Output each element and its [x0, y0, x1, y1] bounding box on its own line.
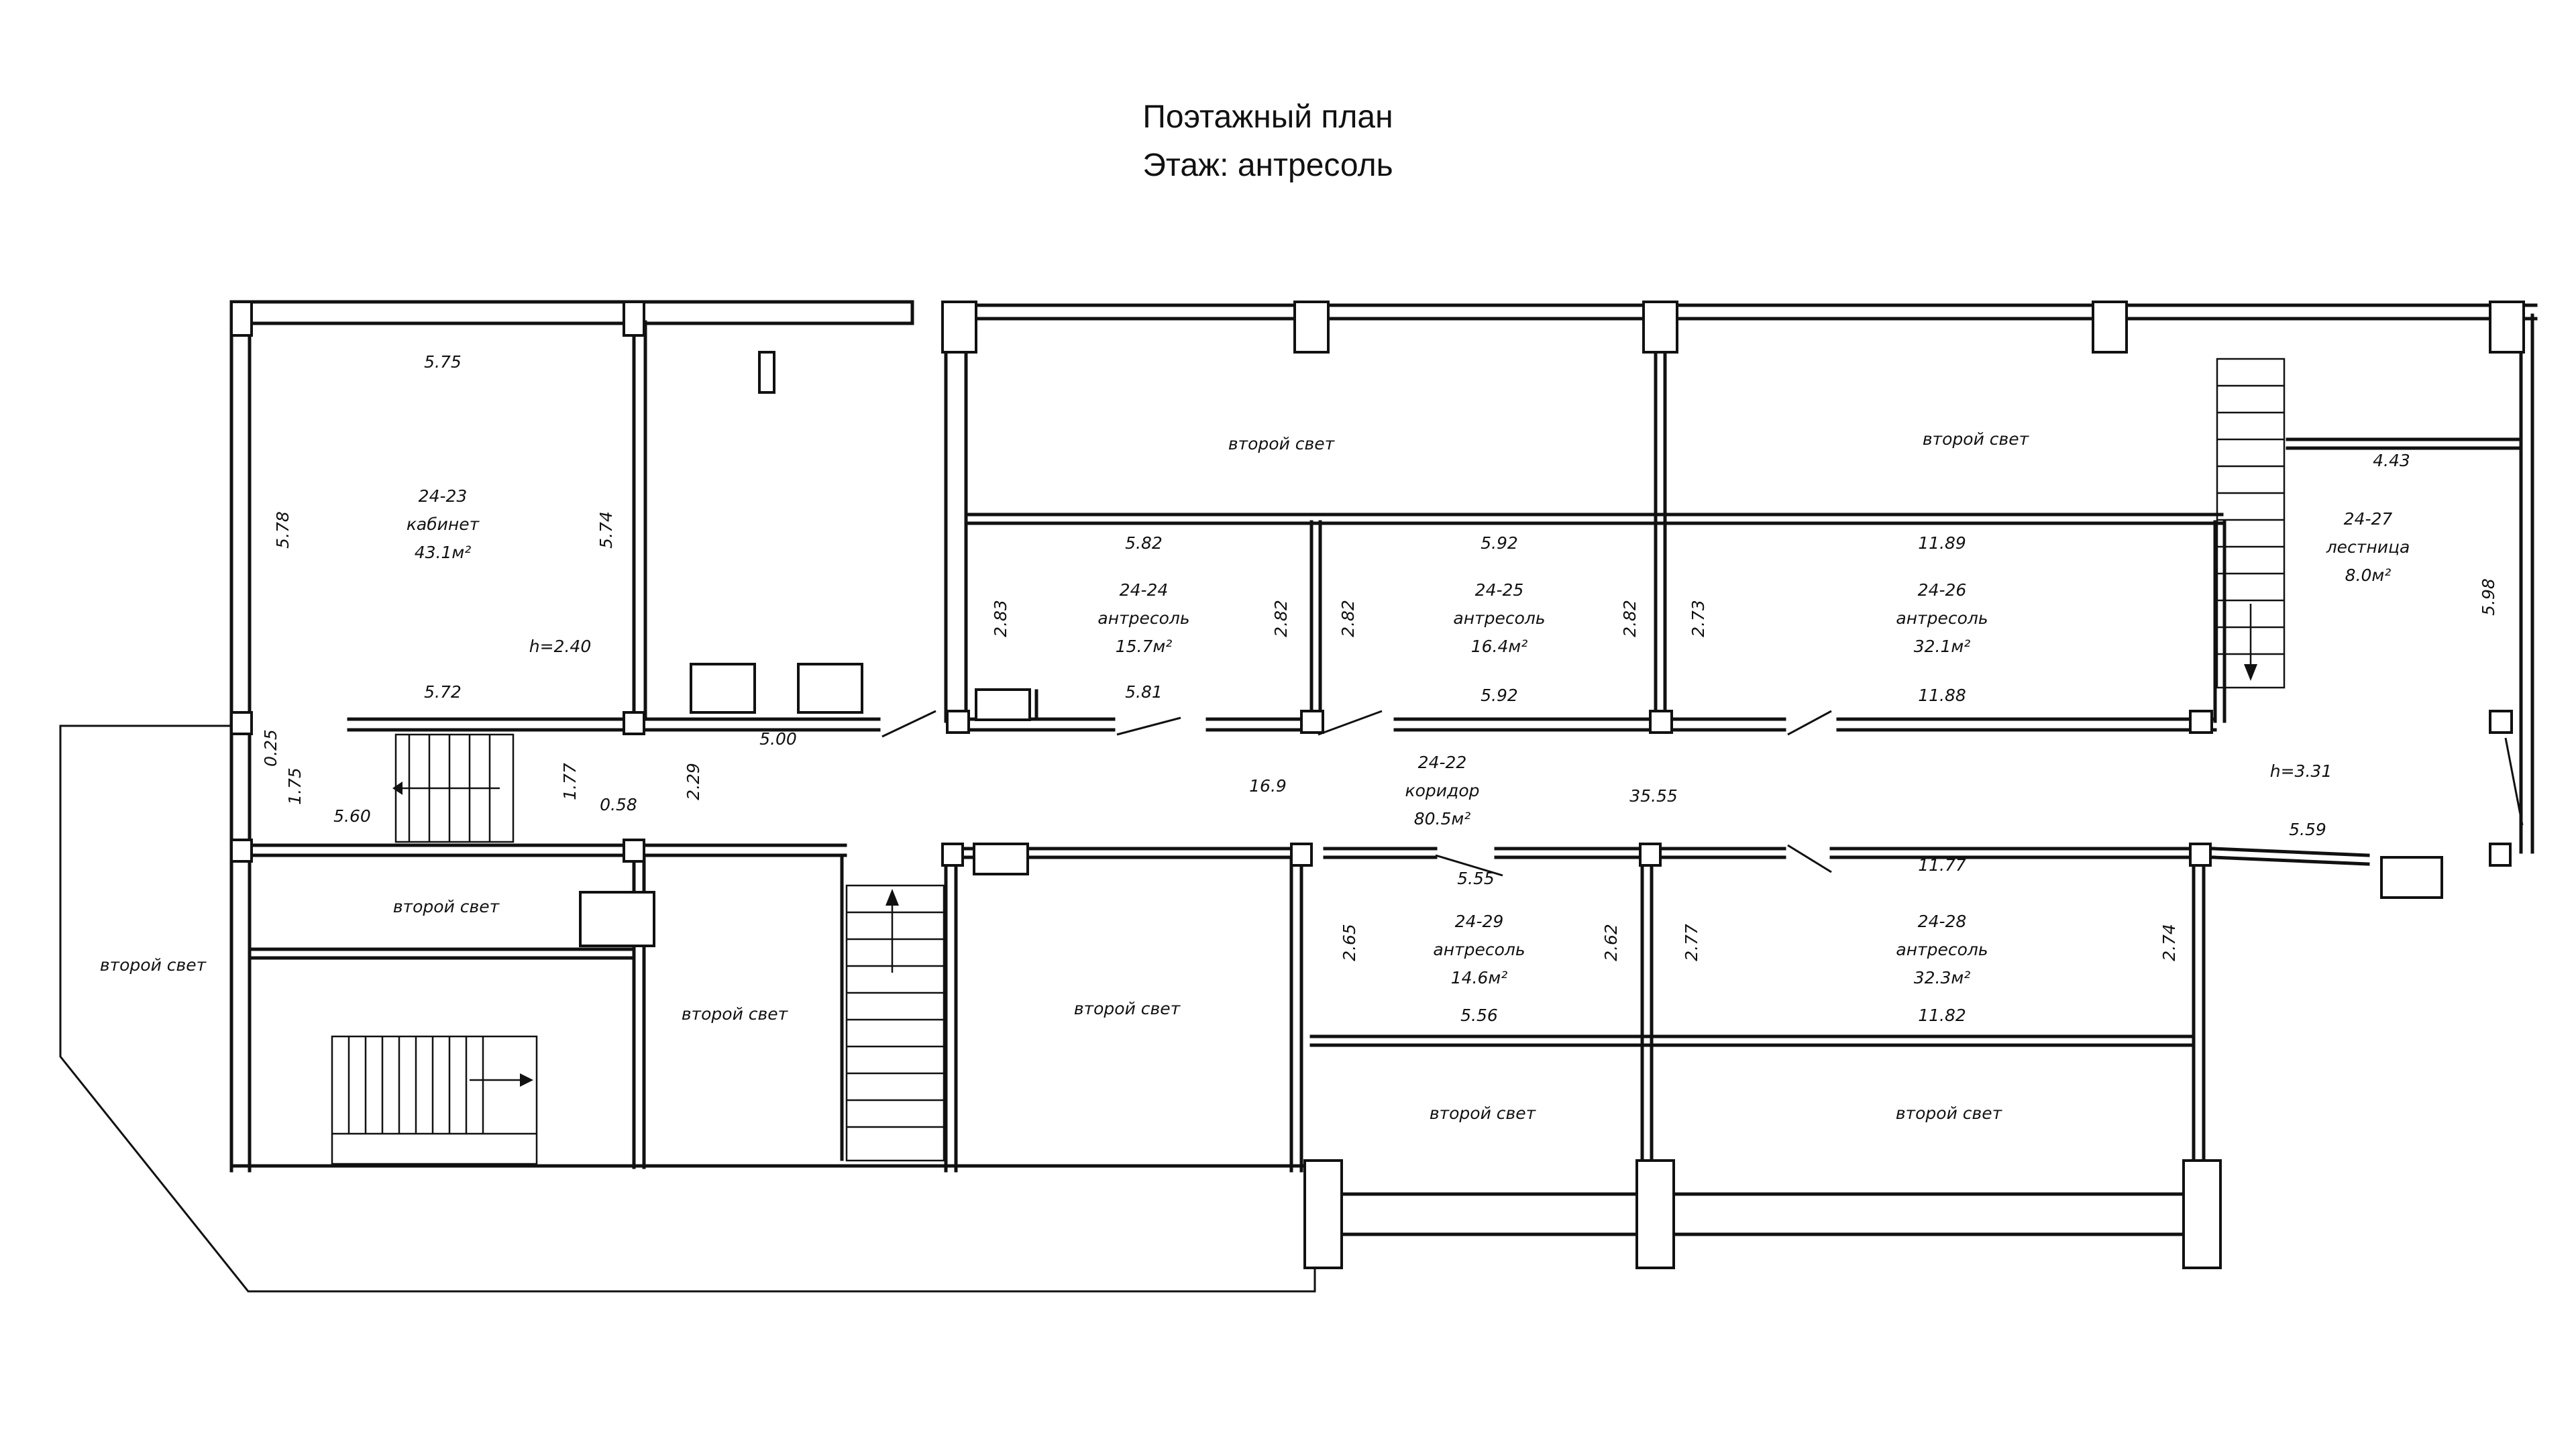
room-id: 24-27 [2344, 509, 2393, 529]
floor-name: Этаж: антресоль [1142, 148, 1393, 183]
room-id: 24-22 [1418, 753, 1467, 772]
room-area: 16.4м² [1471, 637, 1528, 656]
room-id: 24-24 [1120, 580, 1169, 600]
room-24-29: 24-29 антресоль 14.6м² [1433, 912, 1525, 987]
dimension-label: 5.59 [2289, 820, 2326, 839]
dimension-label: 5.55 [1457, 869, 1495, 888]
walls [59, 300, 2538, 1293]
dimension-label: 16.9 [1249, 776, 1287, 796]
room-name: коридор [1405, 781, 1480, 800]
dimension-label: 5.75 [424, 352, 462, 372]
dimension-label: 5.60 [333, 806, 371, 826]
room-name: антресоль [1433, 940, 1525, 959]
room-24-26: 24-26 антресоль 32.1м² [1896, 580, 1988, 656]
dimension-label: 5.56 [1460, 1006, 1498, 1025]
height-label: h=2.40 [529, 637, 591, 656]
dimension-label: 2.73 [1688, 600, 1708, 637]
room-area: 32.3м² [1914, 968, 1971, 987]
void-label: второй свет [682, 1004, 789, 1024]
dimension-label: 2.29 [684, 763, 703, 800]
room-24-28: 24-28 антресоль 32.3м² [1896, 912, 1988, 987]
dimension-label: 2.62 [1601, 924, 1621, 961]
void-labels: второй свет второй свет второй свет втор… [100, 429, 2030, 1123]
room-area: 14.6м² [1451, 968, 1508, 987]
dimension-label: 0.25 [261, 729, 280, 767]
room-name: антресоль [1097, 608, 1189, 628]
columns [230, 301, 2525, 1269]
room-area: 8.0м² [2345, 566, 2392, 585]
dimension-label: 5.81 [1125, 682, 1163, 702]
dimension-label: 2.65 [1340, 924, 1359, 961]
room-name: антресоль [1453, 608, 1545, 628]
dimension-label: 2.83 [991, 600, 1010, 637]
room-id: 24-28 [1918, 912, 1967, 931]
room-id: 24-25 [1475, 580, 1524, 600]
dimension-label: 5.98 [2479, 578, 2498, 616]
room-name: лестница [2326, 537, 2410, 557]
void-label: второй свет [1074, 999, 1181, 1018]
dimension-label: 2.74 [2159, 924, 2179, 961]
room-id: 24-26 [1918, 580, 1967, 600]
void-label: второй свет [1896, 1104, 2003, 1123]
dimension-label: 11.89 [1918, 533, 1966, 553]
void-label: второй свет [100, 955, 207, 975]
void-label: второй свет [1430, 1104, 1537, 1123]
room-area: 15.7м² [1116, 637, 1173, 656]
dimension-label: 5.92 [1481, 686, 1518, 705]
dimension-label: 0.58 [600, 795, 637, 814]
dimension-label: 2.82 [1338, 600, 1358, 637]
dimensions: 5.75 5.78 5.74 5.72 5.82 2.83 2.82 5.81 … [261, 352, 2498, 1025]
room-24-24: 24-24 антресоль 15.7м² [1097, 580, 1189, 656]
room-24-27: 24-27 лестница 8.0м² [2326, 509, 2410, 585]
void-label: второй свет [1923, 429, 2030, 449]
dimension-label: 11.82 [1918, 1006, 1966, 1025]
room-name: антресоль [1896, 608, 1988, 628]
dimension-label: 1.77 [560, 763, 580, 800]
dimension-label: 5.78 [273, 511, 292, 549]
plan-title: Поэтажный план [1142, 99, 1393, 135]
room-name: антресоль [1896, 940, 1988, 959]
room-area: 43.1м² [415, 543, 472, 562]
void-label: второй свет [1228, 434, 1336, 453]
room-id: 24-23 [419, 486, 468, 506]
stairs-top-right [2216, 358, 2286, 689]
room-name: кабинет [407, 515, 480, 534]
dimension-label: 5.92 [1481, 533, 1518, 553]
room-id: 24-29 [1455, 912, 1504, 931]
dimension-label: 11.77 [1918, 855, 1966, 875]
dimension-label: 2.82 [1271, 600, 1291, 637]
dimension-label: 11.88 [1918, 686, 1966, 705]
dimension-label: 35.55 [1629, 786, 1678, 806]
dimension-label: 1.75 [285, 767, 305, 805]
dimension-label: 5.74 [596, 511, 616, 549]
height-label: h=3.31 [2270, 761, 2332, 781]
dimension-label: 5.82 [1125, 533, 1163, 553]
room-area: 80.5м² [1414, 809, 1471, 828]
dimension-label: 4.43 [2373, 451, 2410, 470]
stairs-bottom-left [331, 1035, 538, 1165]
room-24-25: 24-25 антресоль 16.4м² [1453, 580, 1545, 656]
dimension-label: 5.72 [424, 682, 462, 702]
dimension-label: 2.82 [1620, 600, 1640, 637]
stairs-left [392, 733, 515, 843]
room-24-23: 24-23 кабинет 43.1м² [407, 486, 480, 562]
dimension-label: 5.00 [759, 729, 797, 749]
void-label: второй свет [393, 897, 500, 916]
stairs-mid [845, 884, 945, 1162]
room-24-22: 24-22 коридор 80.5м² [1405, 753, 1480, 828]
room-area: 32.1м² [1914, 637, 1971, 656]
dimension-label: 2.77 [1682, 924, 1701, 961]
